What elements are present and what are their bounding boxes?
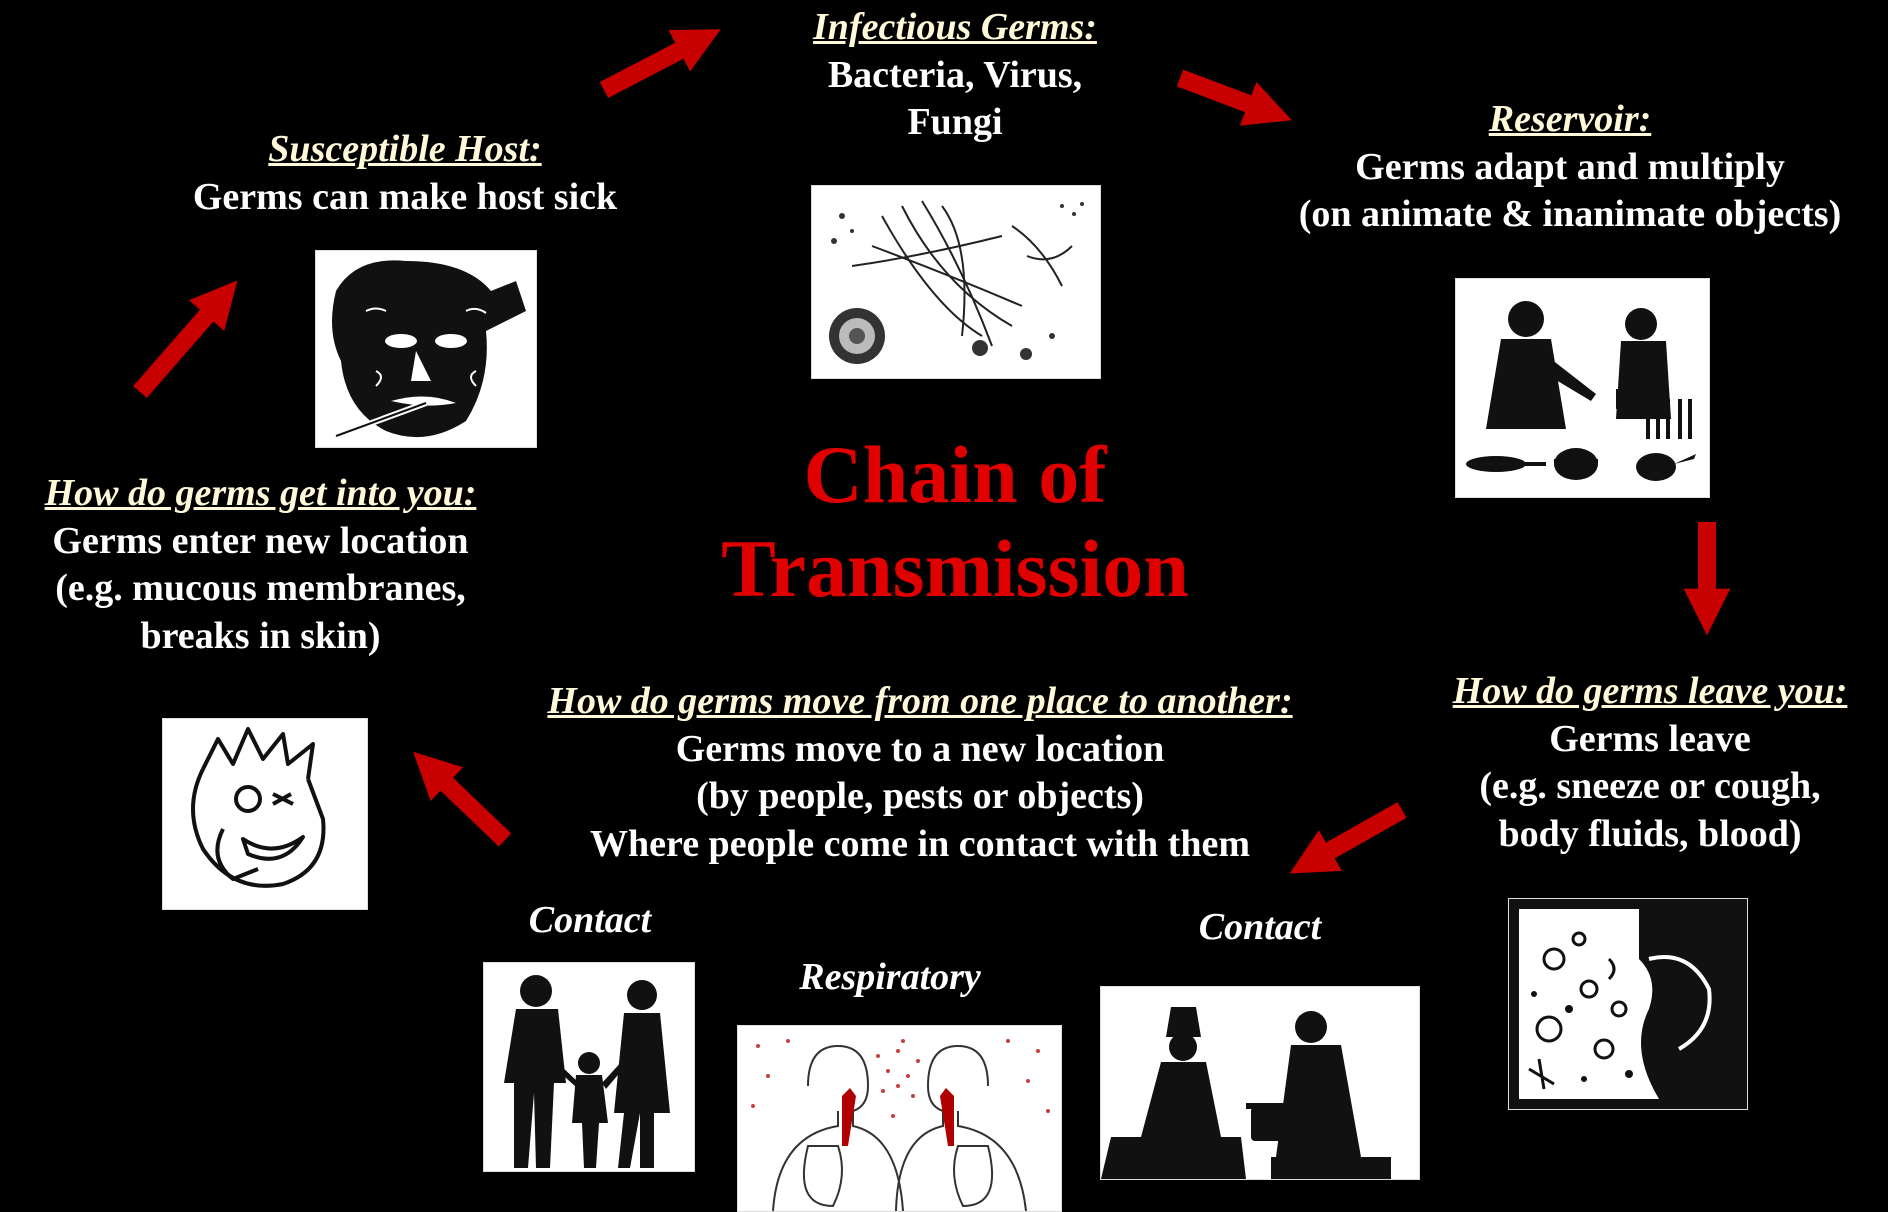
susceptible-host-line-1: Germs can make host sick bbox=[150, 174, 660, 222]
family-holding-hands-silhouette bbox=[484, 963, 694, 1171]
infectious-germs-line-1: Bacteria, Virus, bbox=[770, 52, 1140, 100]
mode-label-contact-1: Contact bbox=[480, 898, 700, 942]
portal-of-entry-heading: How do germs get into you: bbox=[8, 470, 513, 518]
portal-of-exit-line-3: body fluids, blood) bbox=[1420, 811, 1880, 859]
child-picking-nose-cartoon bbox=[163, 719, 367, 909]
mode-of-transmission-heading-text: How do germs move from one place to anot… bbox=[547, 680, 1280, 722]
portal-of-entry-line-1: Germs enter new location bbox=[8, 518, 513, 566]
reservoir-heading: Reservoir: bbox=[1260, 96, 1880, 144]
germs-microscope-illustration bbox=[812, 186, 1100, 378]
portal-of-entry-heading-colon: : bbox=[464, 472, 477, 514]
reservoir-line-1: Germs adapt and multiply bbox=[1260, 144, 1880, 192]
arrow-host-to-germs bbox=[604, 40, 700, 90]
reservoir-line-2: (on animate & inanimate objects) bbox=[1260, 191, 1880, 239]
mode-of-transmission-block: How do germs move from one place to anot… bbox=[480, 678, 1360, 868]
mode-of-transmission-line-3: Where people come in contact with them bbox=[480, 821, 1360, 869]
title-line-1: Chain of bbox=[660, 428, 1250, 522]
mode-of-transmission-heading-colon: : bbox=[1280, 680, 1293, 722]
arrow-germs-to-reservoir bbox=[1180, 78, 1270, 112]
mode-of-transmission-line-2: (by people, pests or objects) bbox=[480, 773, 1360, 821]
infectious-germs-block: Infectious Germs: Bacteria, Virus, Fungi bbox=[770, 4, 1140, 147]
sneezing-person-woodcut bbox=[1509, 899, 1747, 1109]
portal-of-entry-block: How do germs get into you: Germs enter n… bbox=[8, 470, 513, 660]
reservoir-block: Reservoir: Germs adapt and multiply (on … bbox=[1260, 96, 1880, 239]
arrow-entry-to-host bbox=[140, 298, 222, 392]
mode-of-transmission-line-1: Germs move to a new location bbox=[480, 726, 1360, 774]
mode-of-transmission-heading: How do germs move from one place to anot… bbox=[480, 678, 1360, 726]
portal-of-exit-block: How do germs leave you: Germs leave (e.g… bbox=[1420, 668, 1880, 858]
family-silhouette-image bbox=[483, 962, 695, 1172]
cooks-silhouette-image bbox=[1100, 986, 1420, 1180]
kitchen-cooks-image bbox=[1455, 278, 1710, 498]
portal-of-entry-heading-text: How do germs get into you bbox=[45, 472, 464, 514]
susceptible-host-heading: Susceptible Host: bbox=[150, 126, 660, 174]
portal-of-exit-heading: How do germs leave you: bbox=[1420, 668, 1880, 716]
infectious-germs-heading: Infectious Germs: bbox=[770, 4, 1140, 52]
sneezing-person-image bbox=[1508, 898, 1748, 1110]
sick-man-image bbox=[315, 250, 537, 448]
child-nose-image bbox=[162, 718, 368, 910]
germs-microscope-image bbox=[811, 185, 1101, 379]
portal-of-entry-line-3: breaks in skin) bbox=[8, 613, 513, 661]
respiratory-droplets-lungs-diagram bbox=[738, 1026, 1061, 1211]
respiratory-diagram-image bbox=[737, 1025, 1062, 1212]
portal-of-entry-line-2: (e.g. mucous membranes, bbox=[8, 565, 513, 613]
portal-of-exit-line-1: Germs leave bbox=[1420, 716, 1880, 764]
susceptible-host-block: Susceptible Host: Germs can make host si… bbox=[150, 126, 660, 221]
cooks-at-stove-silhouette bbox=[1101, 987, 1419, 1179]
title-line-2: Transmission bbox=[660, 522, 1250, 616]
mode-label-respiratory: Respiratory bbox=[760, 955, 1020, 999]
portal-of-exit-line-2: (e.g. sneeze or cough, bbox=[1420, 763, 1880, 811]
infectious-germs-line-2: Fungi bbox=[770, 99, 1140, 147]
kitchen-cooks-silhouette bbox=[1456, 279, 1709, 497]
sick-man-thermometer-woodcut bbox=[316, 251, 536, 447]
mode-label-contact-2: Contact bbox=[1150, 905, 1370, 949]
diagram-title: Chain of Transmission bbox=[660, 428, 1250, 617]
